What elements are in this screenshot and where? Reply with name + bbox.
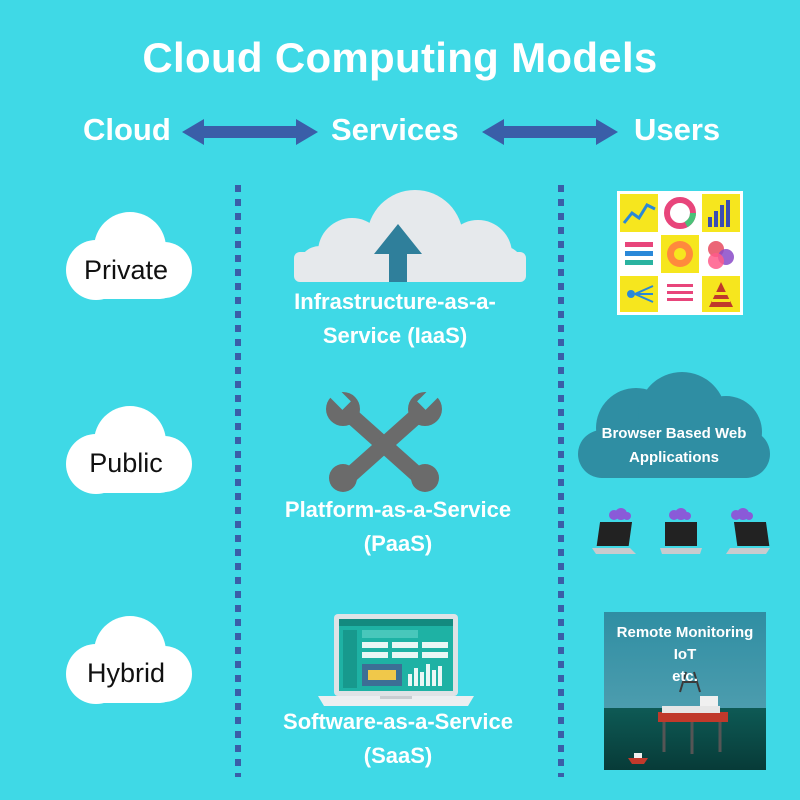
paas-label: Platform-as-a-Service (PaaS): [248, 493, 548, 561]
wrench-cross-icon: [326, 392, 442, 492]
cloud-public-label: Public: [89, 448, 163, 478]
hybrid-cloud-shape: [66, 616, 192, 704]
laptop-dashboard-icon: [318, 614, 474, 706]
saas-label-line1: Software-as-a-Service: [283, 709, 513, 734]
laptop-icon: [726, 508, 770, 554]
laptop-icon: [660, 508, 702, 554]
cloud-private-label: Private: [83, 255, 169, 285]
browser-apps-line1: Browser Based Web: [601, 425, 747, 442]
laptop-icon: [592, 508, 636, 554]
double-arrow-icon: [482, 119, 618, 145]
browser-cloud-shape: [578, 372, 770, 478]
header-users: Users: [634, 112, 721, 147]
cloud-hybrid-label: Hybrid: [86, 658, 166, 688]
public-cloud-shape: [66, 406, 192, 494]
remote-monitoring-label: Remote Monitoring IoT etc.: [605, 622, 765, 688]
page-title: Cloud Computing Models: [142, 34, 658, 81]
saas-label: Software-as-a-Service (SaaS): [248, 705, 548, 773]
oil-rig-photo: [604, 612, 766, 770]
divider-left: [235, 185, 241, 777]
paas-label-line2: (PaaS): [363, 531, 433, 556]
header-cloud: Cloud: [83, 112, 171, 147]
upload-cloud-icon: [294, 190, 526, 282]
saas-label-line2: (SaaS): [363, 743, 433, 768]
browser-apps-label: Browser Based Web Applications: [574, 422, 774, 470]
remote-line2: IoT: [673, 646, 697, 663]
header-services: Services: [331, 112, 459, 147]
divider-right: [558, 185, 564, 777]
private-cloud-shape: [66, 212, 192, 300]
analytics-tiles-icon: [617, 191, 743, 315]
iaas-label-line1: Infrastructure-as-a-: [294, 289, 496, 314]
remote-line3: etc.: [672, 668, 698, 685]
remote-line1: Remote Monitoring: [616, 624, 754, 641]
iaas-label: Infrastructure-as-a- Service (IaaS): [245, 285, 545, 353]
browser-apps-line2: Applications: [628, 449, 719, 466]
double-arrow-icon: [182, 119, 318, 145]
iaas-label-line2: Service (IaaS): [322, 323, 468, 348]
paas-label-line1: Platform-as-a-Service: [284, 497, 512, 522]
